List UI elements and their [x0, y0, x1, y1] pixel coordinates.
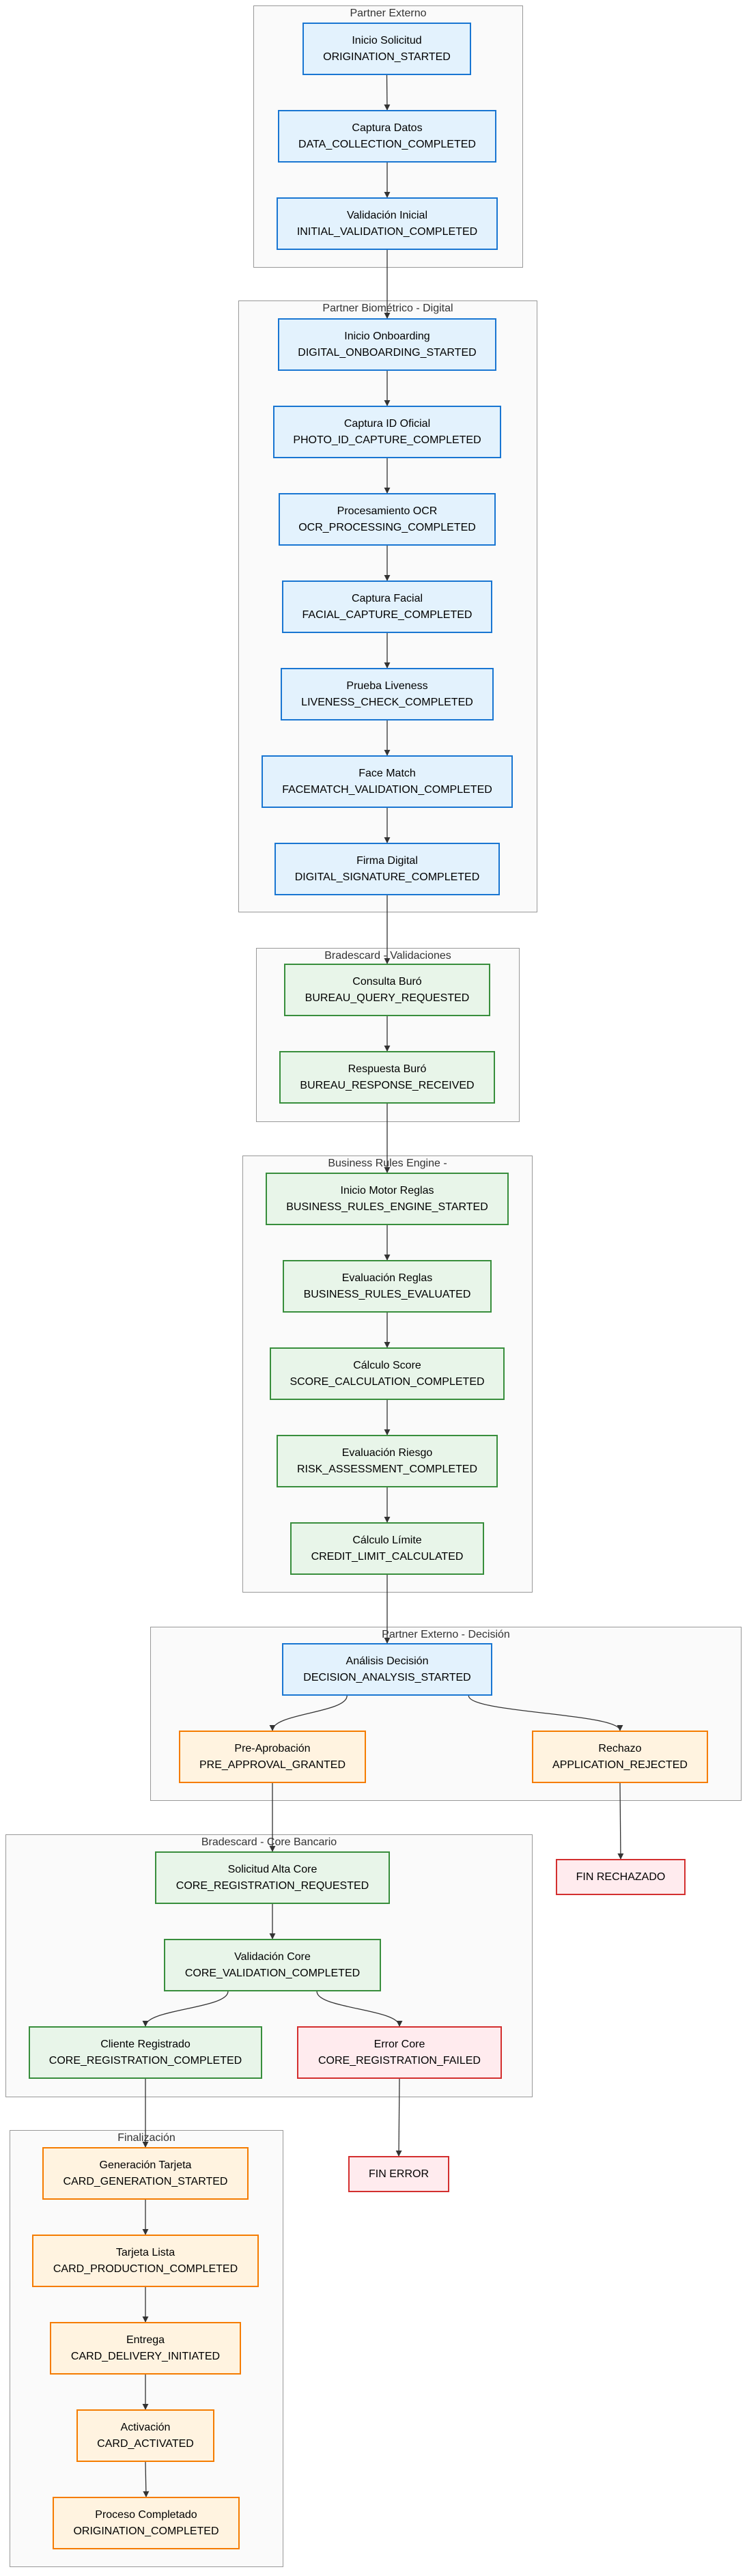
node-event-code: OCR_PROCESSING_COMPLETED	[298, 521, 476, 533]
node-title: Validación Inicial	[347, 209, 427, 221]
node-title: Evaluación Riesgo	[341, 1446, 433, 1459]
node-event-code: CORE_REGISTRATION_FAILED	[318, 2054, 481, 2067]
node-event-code: BUSINESS_RULES_ENGINE_STARTED	[286, 1201, 488, 1213]
node-event-code: DIGITAL_SIGNATURE_COMPLETED	[294, 871, 480, 883]
node-event-code: SCORE_CALCULATION_COMPLETED	[290, 1375, 485, 1388]
node-title: Cálculo Límite	[352, 1534, 422, 1546]
node-title: Inicio Solicitud	[352, 34, 422, 46]
node-title: Consulta Buró	[352, 975, 422, 988]
node-event-code: FACEMATCH_VALIDATION_COMPLETED	[282, 783, 492, 796]
flow-node-n21: FIN RECHAZADO	[556, 1859, 686, 1895]
node-title: Generación Tarjeta	[99, 2159, 192, 2171]
node-title: Face Match	[358, 767, 416, 779]
node-event-code: FACIAL_CAPTURE_COMPLETED	[302, 608, 473, 621]
node-title: Pre-Aprobación	[234, 1742, 311, 1754]
cluster-label: Partner Biométrico - Digital	[322, 303, 453, 314]
cluster-label: Bradescard - Validaciones	[324, 950, 451, 962]
node-title: Validación Core	[234, 1950, 311, 1963]
node-title: Evaluación Reglas	[341, 1272, 433, 1284]
node-title: Tarjeta Lista	[115, 2246, 175, 2258]
cluster-label: Finalización	[117, 2132, 175, 2144]
node-event-code: CARD_ACTIVATED	[97, 2437, 194, 2450]
node-title: Cliente Registrado	[100, 2038, 191, 2050]
node-event-code: ORIGINATION_COMPLETED	[73, 2525, 219, 2537]
node-event-code: LIVENESS_CHECK_COMPLETED	[301, 696, 473, 708]
node-event-code: DATA_COLLECTION_COMPLETED	[298, 138, 476, 150]
node-title: Activación	[120, 2421, 171, 2433]
node-event-code: CARD_DELIVERY_INITIATED	[70, 2350, 221, 2362]
node-title: Proceso Completado	[95, 2508, 197, 2521]
node-event-code: CORE_REGISTRATION_REQUESTED	[175, 1879, 369, 1892]
node-title: Análisis Decisión	[346, 1655, 429, 1667]
node-title: Procesamiento OCR	[337, 505, 438, 517]
node-event-code: RISK_ASSESSMENT_COMPLETED	[296, 1463, 478, 1475]
node-title: Rechazo	[598, 1742, 642, 1754]
node-title: Prueba Liveness	[346, 680, 428, 692]
node-event-code: CORE_REGISTRATION_COMPLETED	[48, 2054, 242, 2067]
node-event-code: PRE_APPROVAL_GRANTED	[199, 1759, 346, 1771]
node-event-code: DECISION_ANALYSIS_STARTED	[303, 1671, 471, 1683]
node-title: Inicio Motor Reglas	[340, 1184, 434, 1196]
node-event-code: BUREAU_QUERY_REQUESTED	[305, 992, 470, 1004]
node-event-code: APPLICATION_REJECTED	[552, 1759, 688, 1771]
cluster-label: Partner Externo	[350, 8, 427, 19]
node-event-code: PHOTO_ID_CAPTURE_COMPLETED	[293, 434, 481, 446]
node-title: FIN ERROR	[369, 2168, 429, 2180]
cluster-label: Business Rules Engine -	[328, 1158, 447, 1169]
node-event-code: BUSINESS_RULES_EVALUATED	[303, 1288, 471, 1300]
node-event-code: CORE_VALIDATION_COMPLETED	[184, 1967, 361, 1979]
node-event-code: CREDIT_LIMIT_CALCULATED	[311, 1550, 464, 1563]
flow-node-n26: FIN ERROR	[348, 2156, 449, 2192]
node-title: Inicio Onboarding	[344, 330, 430, 342]
node-event-code: CARD_PRODUCTION_COMPLETED	[53, 2263, 238, 2275]
node-event-code: BUREAU_RESPONSE_RECEIVED	[300, 1079, 475, 1091]
node-title: Entrega	[126, 2334, 165, 2346]
node-title: Captura Datos	[352, 122, 423, 134]
node-title: Respuesta Buró	[348, 1063, 427, 1075]
cluster-label: Bradescard - Core Bancario	[201, 1836, 337, 1848]
node-title: Firma Digital	[356, 854, 418, 867]
node-event-code: INITIAL_VALIDATION_COMPLETED	[296, 225, 478, 238]
node-event-code: ORIGINATION_STARTED	[323, 51, 451, 63]
flow-node-n6: Procesamiento OCR OCR_PROCESSING_COMPLETE…	[279, 493, 496, 546]
node-title: Solicitud Alta Core	[227, 1863, 318, 1875]
node-title: Captura Facial	[351, 592, 423, 604]
node-event-code: CARD_GENERATION_STARTED	[63, 2175, 228, 2187]
cluster-label: Partner Externo - Decisión	[382, 1629, 510, 1640]
node-title: Error Core	[374, 2038, 425, 2050]
node-title: Captura ID Oficial	[343, 417, 431, 430]
node-title: FIN RECHAZADO	[576, 1871, 666, 1883]
node-title: Cálculo Score	[353, 1359, 421, 1371]
node-event-code: DIGITAL_ONBOARDING_STARTED	[298, 346, 477, 359]
